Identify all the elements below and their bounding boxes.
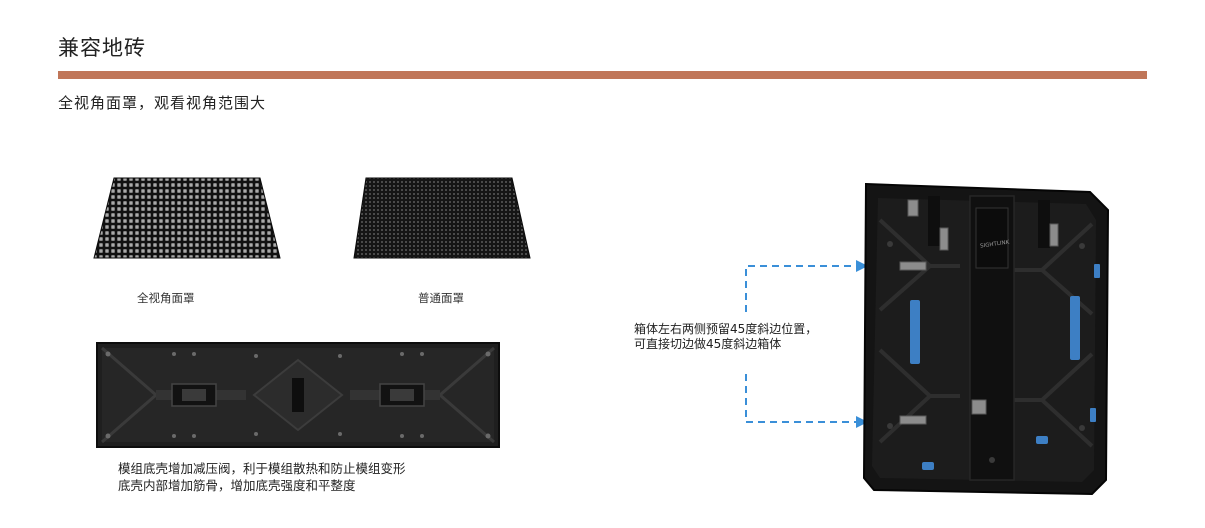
cabinet-callout-text: 箱体左右两侧预留45度斜边位置， 可直接切边做45度斜边箱体: [634, 322, 817, 352]
page-title: 兼容地砖: [58, 36, 146, 60]
page-subtitle: 全视角面罩，观看视角范围大: [58, 94, 267, 112]
module-back-panel-image: [96, 342, 500, 448]
bevel-callout-arrows: [745, 260, 868, 428]
callout-line-2: 可直接切边做45度斜边箱体: [634, 337, 782, 351]
normal-mask-image: [353, 177, 531, 259]
title-divider: [58, 71, 1147, 79]
description-line-1: 模组底壳增加减压阀，利于模组散热和防止模组变形: [118, 461, 406, 476]
wide-angle-mask-image: [93, 177, 281, 259]
cabinet-rear-image: SIGHTLINK: [862, 182, 1110, 496]
description-line-2: 底壳内部增加筋骨，增加底壳强度和平整度: [118, 478, 356, 493]
cabinet-logo: SIGHTLINK: [980, 240, 1010, 250]
wide-angle-mask-caption: 全视角面罩: [137, 291, 195, 305]
normal-mask-caption: 普通面罩: [418, 291, 464, 305]
callout-line-1: 箱体左右两侧预留45度斜边位置，: [634, 322, 818, 336]
module-panel-description: 模组底壳增加减压阀，利于模组散热和防止模组变形 底壳内部增加筋骨，增加底壳强度和…: [118, 460, 406, 494]
